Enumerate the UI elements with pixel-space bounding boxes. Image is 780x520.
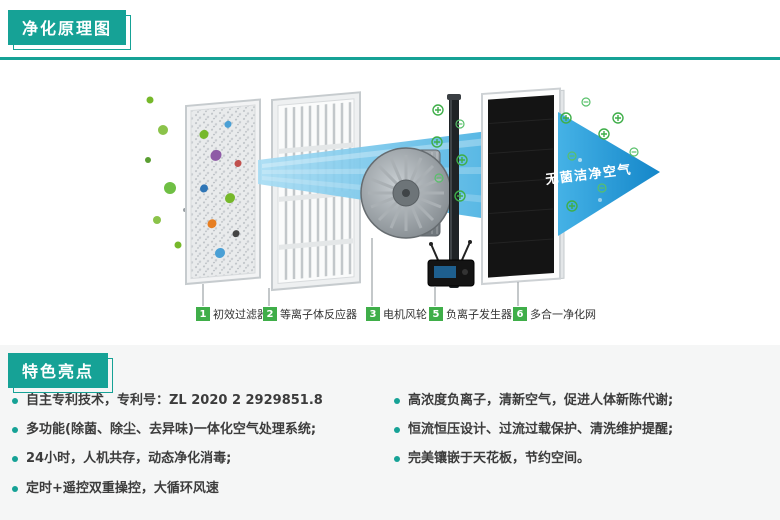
primary-filter-panel — [185, 98, 261, 286]
component-label: 负离子发生器 — [446, 308, 512, 321]
ion-generator-device — [427, 240, 475, 287]
legend-connectors — [202, 238, 519, 306]
feature-item: 完美镶嵌于天花板，节约空间。 — [392, 450, 766, 468]
feature-item: 定时+遥控双重操控，大循环风速 — [10, 480, 384, 498]
num-badge: 6 — [513, 307, 527, 321]
features-section — [0, 345, 780, 520]
feature-text: 恒流恒压设计、过流过载保护、清洗维护提醒; — [408, 422, 674, 438]
feature-text: 高浓度负离子，清新空气，促进人体新陈代谢; — [408, 393, 674, 408]
feature-text: 24小时，人机共存，动态净化消毒; — [26, 451, 232, 467]
feature-item: 自主专利技术，专利号：ZL 2020 2 2929851.8 — [10, 392, 384, 410]
num-badge: 2 — [263, 307, 277, 321]
clean-air-arrow: 无菌洁净空气 — [544, 112, 660, 236]
title-badge: 净化原理图 — [8, 10, 132, 50]
feature-text: 完美镶嵌于天花板，节约空间。 — [408, 451, 591, 467]
features-columns: 自主专利技术，专利号：ZL 2020 2 2929851.8 多功能(除菌、除尘… — [10, 392, 774, 509]
feature-item: 恒流恒压设计、过流过载保护、清洗维护提醒; — [392, 421, 766, 439]
bullet-icon — [12, 427, 18, 434]
feature-list-right: 高浓度负离子，清新空气，促进人体新陈代谢; 恒流恒压设计、过流过载保护、清洗维护… — [392, 392, 774, 509]
purification-diagram: 无菌洁净空气 — [145, 87, 660, 306]
component-label: 初效过滤器 — [213, 308, 268, 321]
feature-item: 高浓度负离子，清新空气，促进人体新陈代谢; — [392, 392, 766, 410]
bullet-icon — [12, 485, 18, 492]
component-item-1: 1 初效过滤器 — [196, 306, 268, 322]
feature-text: 多功能(除菌、除尘、去异味)一体化空气处理系统; — [26, 422, 317, 438]
bullet-icon — [12, 456, 18, 463]
feature-item: 多功能(除菌、除尘、去异味)一体化空气处理系统; — [10, 421, 384, 439]
component-label: 电机风轮 — [383, 308, 427, 321]
bullet-icon — [394, 427, 400, 434]
features-badge: 特色亮点 — [8, 353, 114, 393]
component-label: 多合一净化网 — [530, 308, 596, 321]
num-badge: 3 — [366, 307, 380, 321]
component-item-2: 2 等离子体反应器 — [263, 306, 357, 322]
component-item-5: 5 负离子发生器 — [429, 306, 512, 322]
component-item-6: 6 多合一净化网 — [513, 306, 596, 322]
feature-text: 自主专利技术，专利号：ZL 2020 2 2929851.8 — [26, 393, 323, 408]
component-label: 等离子体反应器 — [280, 308, 357, 321]
section-rule — [0, 57, 780, 60]
bullet-icon — [394, 398, 400, 404]
num-badge: 1 — [196, 307, 210, 321]
feature-list-left: 自主专利技术，专利号：ZL 2020 2 2929851.8 多功能(除菌、除尘… — [10, 392, 392, 509]
feature-text: 定时+遥控双重操控，大循环风速 — [26, 480, 219, 496]
bullet-icon — [12, 398, 18, 404]
num-badge: 5 — [429, 307, 443, 321]
bullet-icon — [394, 456, 400, 463]
feature-item: 24小时，人机共存，动态净化消毒; — [10, 450, 384, 468]
motor-fan-icon — [360, 147, 452, 239]
ion-bar-icon — [447, 94, 461, 288]
component-item-3: 3 电机风轮 — [366, 306, 427, 322]
